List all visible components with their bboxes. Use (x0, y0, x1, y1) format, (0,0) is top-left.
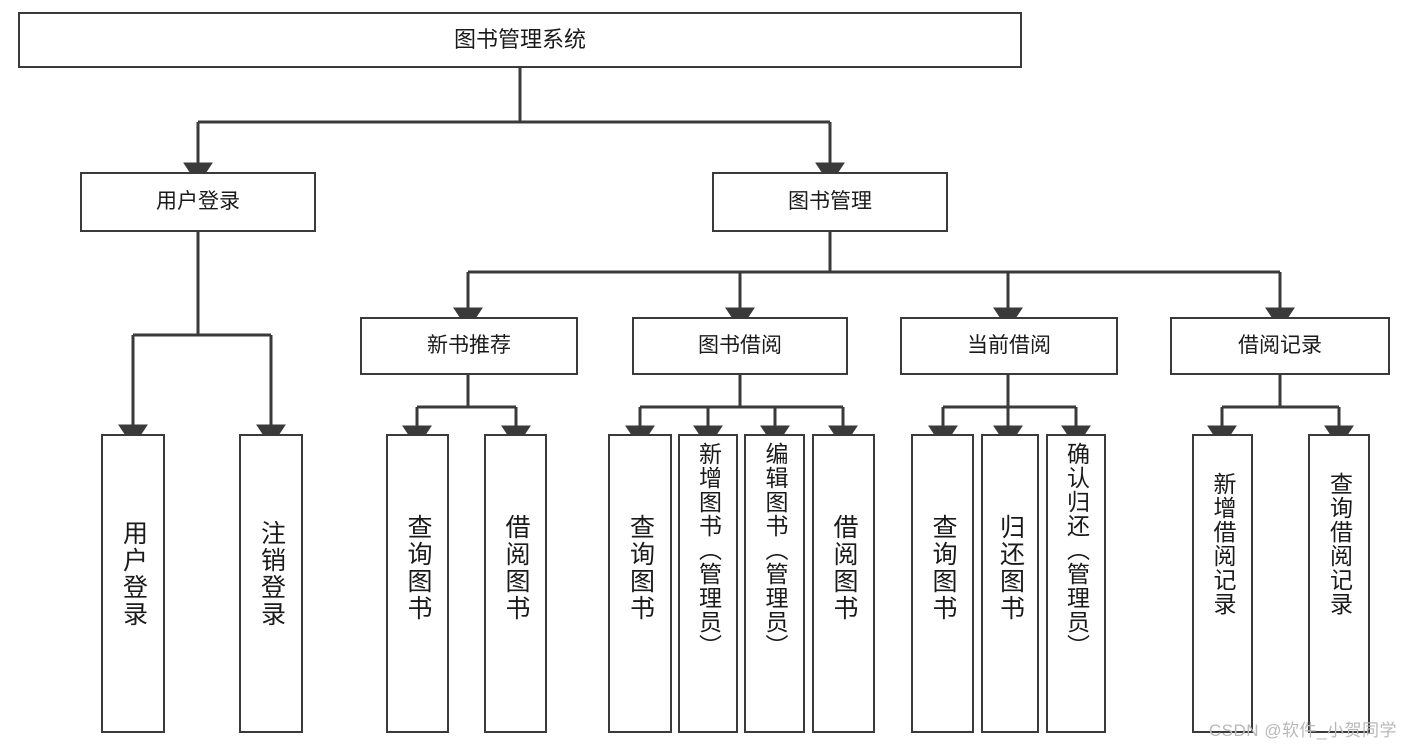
leaf-query-book-recommend[interactable]: 查询图书 (386, 434, 449, 733)
node-root-book-management-system[interactable]: 图书管理系统 (18, 12, 1022, 68)
leaf-query-book-current[interactable]: 查询图书 (911, 434, 974, 733)
node-label: 查询图书 (929, 514, 957, 622)
node-label: 查询图书 (404, 514, 432, 622)
node-label: 确认归还（管理员） (1063, 442, 1090, 658)
node-label: 查询图书 (626, 514, 655, 622)
node-label: 注销登录 (257, 520, 286, 628)
node-label: 用户登录 (119, 520, 148, 628)
leaf-query-borrow-record[interactable]: 查询借阅记录 (1308, 434, 1370, 733)
node-user-login[interactable]: 用户登录 (80, 172, 316, 232)
node-label: 编辑图书（管理员） (762, 442, 788, 658)
node-label: 借阅图书 (830, 514, 858, 622)
node-label: 查询借阅记录 (1326, 472, 1353, 616)
leaf-add-borrow-record[interactable]: 新增借阅记录 (1192, 434, 1253, 733)
node-label: 图书借阅 (698, 333, 782, 357)
node-book-management[interactable]: 图书管理 (712, 172, 948, 232)
node-current-borrow[interactable]: 当前借阅 (900, 317, 1118, 375)
node-label: 当前借阅 (967, 333, 1051, 357)
leaf-borrow-book-recommend[interactable]: 借阅图书 (484, 434, 547, 733)
leaf-return-book[interactable]: 归还图书 (981, 434, 1039, 733)
node-label: 新增图书（管理员） (695, 442, 722, 658)
csdn-watermark: CSDN @软件_小贺同学 (1208, 721, 1397, 740)
leaf-user-login[interactable]: 用户登录 (101, 434, 165, 733)
node-label: 归还图书 (996, 514, 1025, 622)
node-new-book-recommend[interactable]: 新书推荐 (360, 317, 578, 375)
leaf-add-book-admin[interactable]: 新增图书（管理员） (678, 434, 738, 733)
leaf-confirm-return-admin[interactable]: 确认归还（管理员） (1046, 434, 1106, 733)
leaf-edit-book-admin[interactable]: 编辑图书（管理员） (744, 434, 805, 733)
node-label: 新增借阅记录 (1210, 472, 1236, 616)
node-label: 借阅记录 (1238, 333, 1322, 357)
leaf-query-book-borrow[interactable]: 查询图书 (608, 434, 672, 733)
leaf-logout-login[interactable]: 注销登录 (239, 434, 303, 733)
node-label: 新书推荐 (427, 333, 511, 357)
leaf-borrow-book[interactable]: 借阅图书 (812, 434, 875, 733)
node-label: 用户登录 (156, 189, 240, 213)
node-label: 借阅图书 (502, 514, 530, 622)
node-label: 图书管理 (788, 189, 872, 213)
node-label: 图书管理系统 (453, 27, 586, 53)
node-borrow-record[interactable]: 借阅记录 (1170, 317, 1390, 375)
node-book-borrow[interactable]: 图书借阅 (632, 317, 848, 375)
